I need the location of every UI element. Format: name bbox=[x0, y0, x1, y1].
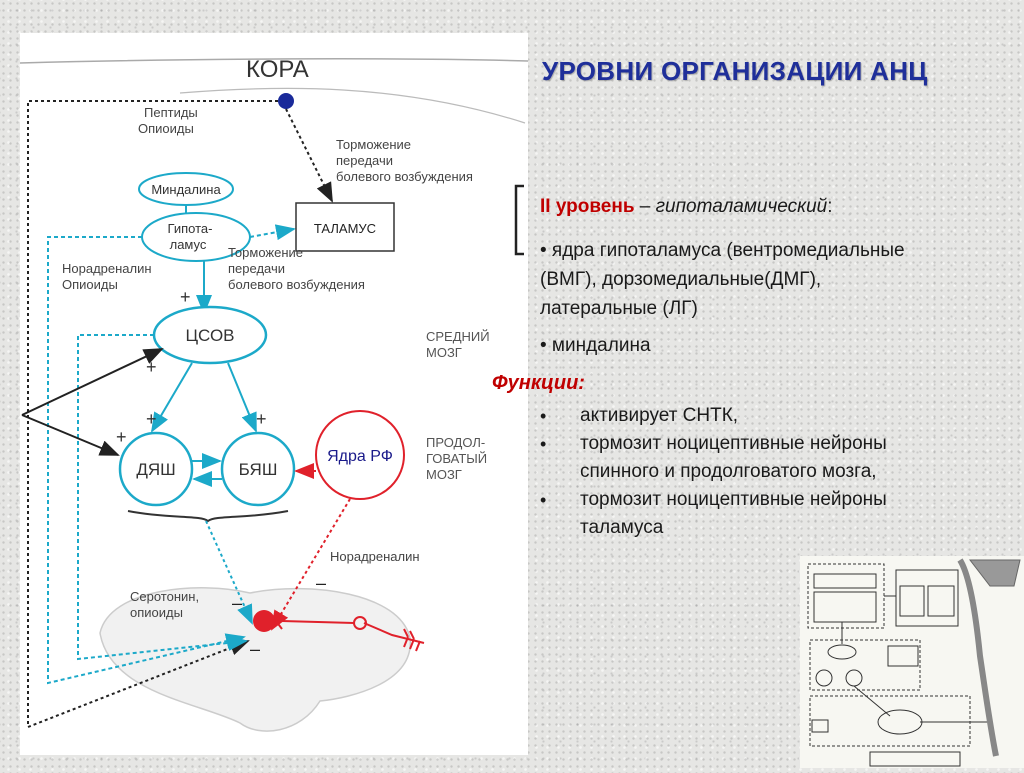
level-colon: : bbox=[827, 196, 833, 217]
functions-heading: Функции: bbox=[492, 372, 585, 394]
midbrain-label-1: СРЕДНИЙ bbox=[426, 329, 490, 344]
pag-to-dyash bbox=[150, 362, 193, 433]
bracket-marker bbox=[514, 184, 524, 256]
spinal-cord-outline bbox=[99, 587, 411, 732]
thumb-box-hypothalamus bbox=[813, 591, 877, 623]
noradrenaline-label: Норадреналин bbox=[330, 549, 420, 564]
thalamus-label: ТАЛАМУС bbox=[314, 221, 376, 236]
inhibition-mid-2: передачи bbox=[228, 261, 285, 276]
cortex-label: КОРА bbox=[246, 56, 309, 83]
noradrenaline-opioids-2: Опиоиды bbox=[62, 277, 118, 292]
cortex-outline-inner bbox=[179, 87, 526, 124]
thumb-box-thalamus bbox=[895, 569, 959, 627]
serotonin-label-2: опиоиды bbox=[130, 605, 183, 620]
hypothalamus-item: • ядра гипоталамуса (вентромедиальные (В… bbox=[540, 240, 905, 319]
thumb-dyash bbox=[815, 669, 833, 687]
hypothalamus-label-2: ламус bbox=[170, 237, 207, 252]
level-name: гипоталамический bbox=[655, 196, 828, 217]
medulla-label-2: ГОВАТЫЙ bbox=[426, 451, 487, 466]
plus-sign-5: + bbox=[256, 409, 267, 429]
inhibition-top-3: болевого возбуждения bbox=[336, 169, 473, 184]
thumb-box-bottom bbox=[869, 751, 961, 767]
amygdala-label: Миндалина bbox=[151, 182, 221, 197]
functions-list: • активирует СНТК, • тормозит ноцицептив… bbox=[536, 402, 896, 542]
pag-descending-line bbox=[77, 334, 248, 661]
level-dash: – bbox=[634, 196, 656, 217]
level-prefix: II уровень bbox=[540, 196, 635, 217]
thumb-box-spinal bbox=[809, 695, 971, 747]
function-text: тормозит ноцицептивные нейроны спинного … bbox=[580, 433, 887, 482]
hypothalamus-to-thalamus bbox=[249, 224, 296, 241]
input-to-pag-arrow bbox=[21, 348, 164, 416]
pain-system-diagram: КОРА Пептиды Опиоиды Торможение передачи… bbox=[20, 33, 528, 755]
minus-sign-3: – bbox=[250, 639, 260, 659]
thumb-pag bbox=[827, 644, 857, 660]
thumb-box-thal-inner-1 bbox=[899, 585, 925, 617]
thumb-arrow-3 bbox=[853, 685, 891, 717]
plus-sign-1: + bbox=[180, 287, 191, 307]
dyash-descending bbox=[205, 520, 253, 625]
brace bbox=[127, 510, 289, 523]
function-text: тормозит ноцицептивные нейроны таламуса bbox=[580, 489, 887, 538]
noradrenaline-opioids-1: Норадреналин bbox=[62, 261, 152, 276]
thumb-spinal-neuron bbox=[877, 709, 923, 735]
function-bullet: • bbox=[540, 490, 547, 510]
plus-sign-4: + bbox=[146, 409, 157, 429]
dyash-label: ДЯШ bbox=[136, 460, 175, 479]
inhibition-top-2: передачи bbox=[336, 153, 393, 168]
function-item: • тормозит ноцицептивные нейроны таламус… bbox=[536, 486, 896, 542]
function-bullet: • bbox=[540, 434, 547, 454]
minus-sign-1: – bbox=[316, 573, 326, 593]
thumb-box-thal-inner-2 bbox=[927, 585, 955, 617]
cortex-to-thalamus-arrow bbox=[285, 108, 333, 203]
thumb-box-level-1 bbox=[809, 639, 921, 691]
schematic-thumbnail bbox=[800, 556, 1024, 768]
plus-sign-3: + bbox=[116, 427, 127, 447]
thumb-box-side bbox=[811, 719, 829, 733]
inhibition-mid-1: Торможение bbox=[228, 245, 303, 260]
afferent-terminal bbox=[274, 612, 283, 630]
cortex-outline bbox=[20, 58, 528, 64]
spinal-neuron bbox=[253, 610, 275, 632]
medulla-label-1: ПРОДОЛ- bbox=[426, 435, 485, 450]
rf-nuclei-node bbox=[315, 410, 405, 500]
cortex-node bbox=[278, 93, 294, 109]
inhibition-top-1: Торможение bbox=[336, 137, 411, 152]
pag-label: ЦСОВ bbox=[185, 326, 234, 345]
inhibition-mid-3: болевого возбуждения bbox=[228, 277, 365, 292]
hypothalamus-list: • ядра гипоталамуса (вентромедиальные (В… bbox=[540, 236, 920, 368]
function-item: • активирует СНТК, bbox=[536, 402, 896, 430]
medulla-label-3: МОЗГ bbox=[426, 467, 462, 482]
input-to-dyash-arrow bbox=[21, 414, 120, 456]
thumb-spinal-column bbox=[957, 558, 999, 757]
thumb-byash bbox=[845, 669, 863, 687]
hypothalamus-label-1: Гипота- bbox=[168, 221, 213, 236]
minus-sign-2: – bbox=[232, 593, 242, 613]
function-item: • тормозит ноцицептивные нейроны спинног… bbox=[536, 430, 896, 486]
level-heading: II уровень – гипоталамический: bbox=[540, 196, 833, 218]
serotonin-label-1: Серотонин, bbox=[130, 589, 199, 604]
plus-sign-2: + bbox=[146, 357, 157, 377]
hypothalamus-item: • миндалина bbox=[540, 335, 651, 356]
thumb-box-rf bbox=[887, 645, 919, 667]
rf-nuclei-label: Ядра РФ bbox=[327, 448, 393, 465]
function-bullet: • bbox=[540, 406, 547, 426]
slide-title: УРОВНИ ОРГАНИЗАЦИИ АНЦ bbox=[542, 56, 928, 86]
pag-to-byash bbox=[227, 362, 257, 433]
peptides-label: Пептиды bbox=[144, 105, 198, 120]
hypothalamus-descending-line bbox=[47, 236, 246, 685]
dyash-node bbox=[118, 431, 194, 507]
thumb-spinal-column-2 bbox=[968, 559, 1021, 587]
function-text: активирует СНТК, bbox=[580, 405, 739, 426]
rf-descending bbox=[270, 498, 351, 631]
byash-label: БЯШ bbox=[239, 460, 278, 479]
opioids-label: Опиоиды bbox=[138, 121, 194, 136]
thumb-box-amygdala bbox=[813, 573, 877, 589]
fiber-ending bbox=[403, 628, 421, 652]
thalamus-box bbox=[295, 202, 395, 252]
afferent-fiber bbox=[281, 620, 355, 624]
midbrain-label-2: МОЗГ bbox=[426, 345, 462, 360]
